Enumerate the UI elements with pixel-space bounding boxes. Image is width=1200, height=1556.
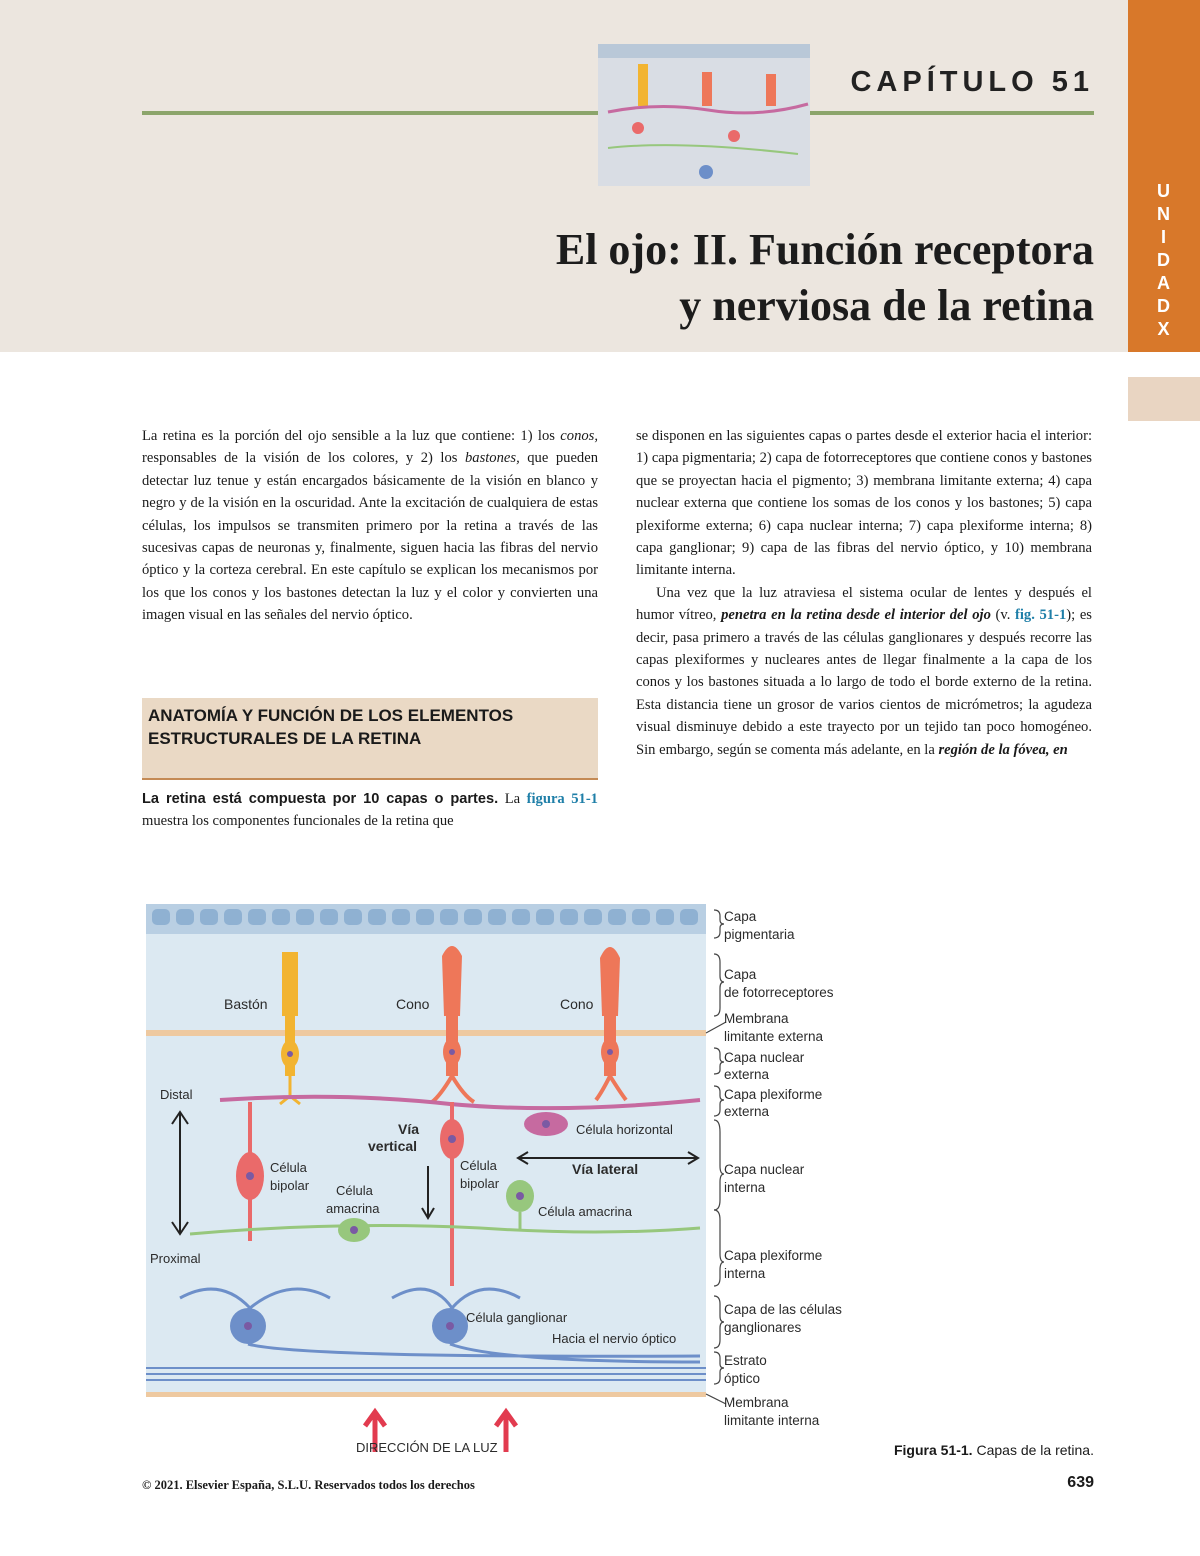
chapter-title-line-1: El ojo: II. Función receptora: [555, 225, 1094, 274]
layer-label-7a: Capa plexiforme: [724, 1248, 822, 1263]
layer-label-5b: externa: [724, 1104, 770, 1119]
layer-label-6b: interna: [724, 1180, 766, 1195]
label-amacrina-1b: amacrina: [326, 1201, 380, 1216]
footer-copyright: © 2021. Elsevier España, S.L.U. Reservad…: [142, 1478, 475, 1492]
layer-label-4b: externa: [724, 1067, 770, 1082]
page-number: 639: [1067, 1474, 1094, 1491]
layer-label-6a: Capa nuclear: [724, 1162, 805, 1177]
header-rule-right: [810, 111, 1094, 115]
layer-label-2a: Capa: [724, 967, 757, 982]
layer-label-10b: limitante interna: [724, 1413, 820, 1428]
label-via-vertical-2: vertical: [368, 1138, 417, 1154]
label-baston: Bastón: [224, 996, 268, 1012]
figure-link-inline[interactable]: fig. 51-1: [1015, 607, 1067, 624]
light-path-paragraph: Una vez que la luz atraviesa el sistema …: [636, 584, 1092, 758]
chapter-title: El ojo: II. Función receptora y nerviosa…: [556, 222, 1094, 334]
label-via-lateral: Vía lateral: [572, 1161, 638, 1177]
label-via-vertical-1: Vía: [398, 1121, 419, 1137]
label-bipolar-2b: bipolar: [460, 1176, 500, 1191]
label-amacrina-1a: Célula: [336, 1183, 374, 1198]
label-amacrina-2: Célula amacrina: [538, 1204, 633, 1219]
header-rule-left: [142, 111, 598, 115]
body-column-left: La retina es la porción del ojo sensible…: [142, 425, 598, 627]
label-hacia-nervio: Hacia el nervio óptico: [552, 1331, 676, 1346]
label-distal: Distal: [160, 1087, 193, 1102]
unit-tab-label: U N I D A D X: [1157, 181, 1171, 339]
retina-layers-figure: Bastón Cono Cono Distal Proximal Vía ver…: [140, 896, 860, 1466]
chapter-thumbnail-image: [598, 44, 810, 186]
label-celula-horizontal: Célula horizontal: [576, 1122, 673, 1137]
layer-label-7b: interna: [724, 1266, 766, 1281]
section-heading-box: [142, 698, 598, 780]
body-column-right: se disponen en las siguientes capas o pa…: [636, 425, 1092, 761]
label-bipolar-1a: Célula: [270, 1160, 308, 1175]
layer-label-9b: óptico: [724, 1371, 760, 1386]
cone-cell-1: [430, 946, 476, 1104]
label-bipolar-1b: bipolar: [270, 1178, 310, 1193]
figure-caption: Figura 51-1. Capas de la retina.: [894, 1442, 1094, 1458]
label-cono-1: Cono: [396, 996, 430, 1012]
layers-paragraph: se disponen en las siguientes capas o pa…: [636, 428, 1092, 579]
layer-label-1a: Capa: [724, 909, 757, 924]
layer-label-8a: Capa de las células: [724, 1302, 842, 1317]
label-direccion-luz: DIRECCIÓN DE LA LUZ: [356, 1440, 498, 1455]
chapter-label: CAPÍTULO 51: [850, 66, 1094, 98]
layer-label-9a: Estrato: [724, 1353, 767, 1368]
label-cono-2: Cono: [560, 996, 594, 1012]
label-proximal: Proximal: [150, 1251, 201, 1266]
layer-label-5a: Capa plexiforme: [724, 1087, 822, 1102]
layer-label-10a: Membrana: [724, 1395, 789, 1410]
cone-cell-2: [594, 947, 628, 1102]
rod-cell: [279, 952, 301, 1106]
label-bipolar-2a: Célula: [460, 1158, 498, 1173]
section-heading: ANATOMÍA Y FUNCIÓN DE LOS ELEMENTOS ESTR…: [148, 706, 514, 748]
label-ganglionar: Célula ganglionar: [466, 1310, 568, 1325]
layer-label-3b: limitante externa: [724, 1029, 824, 1044]
figure-link[interactable]: figura 51-1: [526, 791, 598, 807]
chapter-title-line-2: y nerviosa de la retina: [679, 281, 1094, 330]
layer-label-8b: ganglionares: [724, 1320, 802, 1335]
unit-tab-marker: [1128, 377, 1200, 421]
unit-tab: [1128, 0, 1200, 352]
layer-label-1b: pigmentaria: [724, 927, 795, 942]
intro-paragraph: La retina es la porción del ojo sensible…: [142, 428, 599, 624]
layer-label-2b: de fotorreceptores: [724, 985, 834, 1000]
figure-caption-label: Figura 51-1.: [893, 1442, 973, 1458]
figure-caption-text: Capas de la retina.: [976, 1442, 1094, 1458]
layer-label-3a: Membrana: [724, 1011, 789, 1026]
layer-label-4a: Capa nuclear: [724, 1050, 805, 1065]
subsection-paragraph: La retina está compuesta por 10 capas o …: [142, 791, 598, 830]
subsection-lead: La retina está compuesta por 10 capas o …: [142, 791, 499, 807]
